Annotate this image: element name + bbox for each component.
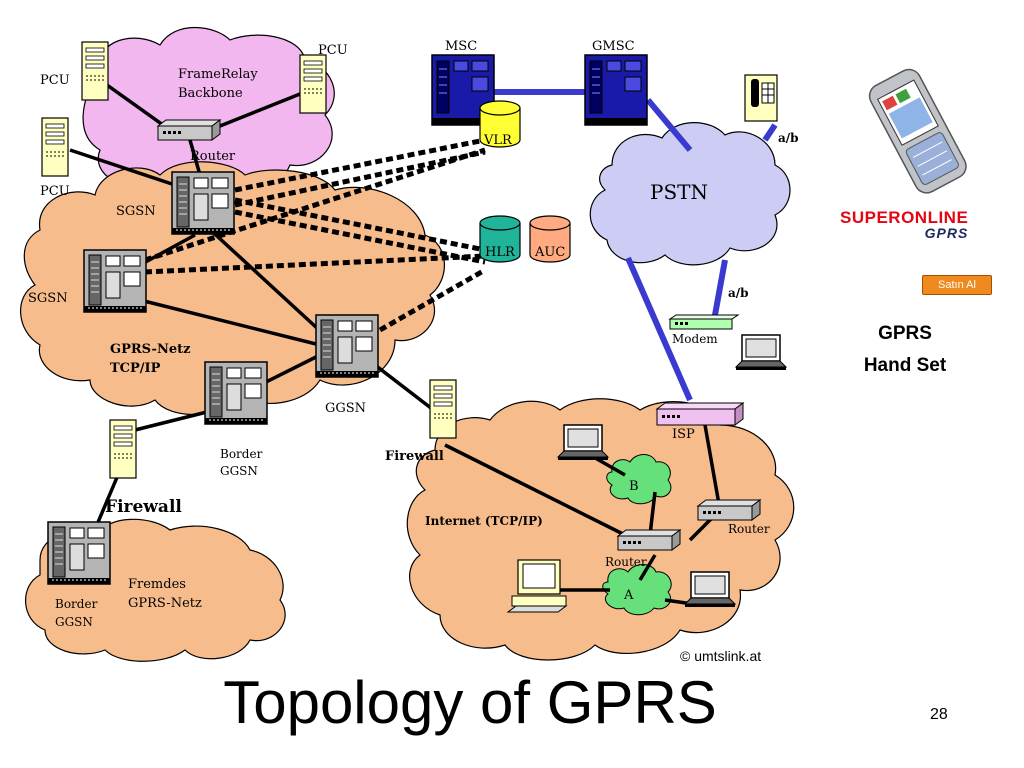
- border-ggsn2-label-1: Border: [55, 597, 98, 611]
- border-ggsn2-label-2: GGSN: [55, 615, 93, 629]
- sgsn-left-label: SGSN: [28, 291, 68, 306]
- pstn-label: PSTN: [650, 180, 708, 204]
- msc-label: MSC: [445, 39, 477, 54]
- frame-relay-label-1: FrameRelay: [178, 67, 258, 82]
- hlr-label: HLR: [485, 245, 516, 260]
- vlr-label: VLR: [483, 133, 513, 148]
- modem-label: Modem: [672, 332, 718, 346]
- isp-label: ISP: [672, 427, 695, 442]
- signaling-links: [144, 137, 487, 333]
- router-frame-label: Router: [190, 149, 236, 164]
- handset-caption-line2: Hand Set: [863, 355, 947, 376]
- ggsn-icon: [315, 314, 379, 378]
- pcu-top-right-label: PCU: [318, 43, 348, 58]
- page-number: 28: [930, 706, 948, 723]
- border-ggsn-icon: [204, 361, 268, 425]
- modem-icon: [668, 314, 740, 330]
- handset-caption-line1: GPRS: [878, 323, 932, 344]
- ab-top-label: a/b: [778, 131, 799, 145]
- internet-label: Internet (TCP/IP): [425, 514, 543, 528]
- pstn-links: [490, 89, 778, 402]
- gprs-netz-label-2: TCP/IP: [110, 361, 161, 376]
- border-ggsn-fremdes-icon: [47, 521, 111, 585]
- gmsc-icon: [584, 54, 648, 126]
- cloud-b-label: B: [629, 479, 639, 494]
- router-internet-center-icon: [617, 529, 681, 551]
- ab-modem-label: a/b: [728, 286, 749, 300]
- router-internet-right-icon: [697, 499, 761, 521]
- telephone-icon: [744, 74, 778, 122]
- desktop-computer-icon: [506, 559, 568, 613]
- pcu-left-label: PCU: [40, 184, 70, 199]
- brand-main-text: SUPERONLINE: [840, 208, 969, 227]
- isp-router-icon: [655, 402, 745, 426]
- auc-label: AUC: [534, 245, 565, 260]
- brand-sub-text: GPRS: [924, 225, 969, 241]
- pcu-top-right-icon: [299, 54, 327, 114]
- laptop-a-icon: [684, 571, 736, 608]
- pcu-top-left-label: PCU: [40, 73, 70, 88]
- ggsn-label: GGSN: [325, 401, 366, 416]
- router-internet-center-label: Router: [605, 555, 647, 569]
- firewall-right-label: Firewall: [385, 449, 444, 464]
- cloud-b: [606, 454, 672, 505]
- sgsn-top-label: SGSN: [116, 204, 156, 219]
- router-internet-right-label: Router: [728, 522, 770, 536]
- pcu-top-left-icon: [81, 41, 109, 101]
- fremdes-label-1: Fremdes: [128, 577, 186, 592]
- firewall-right-icon: [429, 379, 457, 439]
- laptop-b-icon: [557, 424, 609, 461]
- superonline-logo: SUPERONLINE GPRS: [840, 208, 968, 241]
- firewall-left-icon: [109, 419, 137, 479]
- laptop-modem-icon: [735, 334, 787, 371]
- router-frame-relay-icon: [157, 119, 221, 141]
- cloud-a-label: A: [623, 588, 634, 603]
- sgsn-top-icon: [171, 171, 235, 235]
- copyright-text: © umtslink.at: [680, 648, 762, 664]
- frame-relay-label-2: Backbone: [178, 86, 243, 101]
- handset-caption: GPRS Hand Set: [830, 318, 980, 382]
- sgsn-left-icon: [83, 249, 147, 313]
- network-links: [69, 78, 722, 607]
- pstn-cloud: [589, 122, 791, 266]
- border-ggsn-label-1: Border: [220, 447, 263, 461]
- fremdes-label-2: GPRS-Netz: [128, 596, 202, 611]
- pcu-left-icon: [41, 117, 69, 177]
- firewall-left-label: Firewall: [105, 497, 182, 517]
- buy-button[interactable]: Satın Al: [922, 275, 992, 295]
- gprs-netz-label-1: GPRS-Netz: [110, 342, 190, 357]
- gprs-handset-image: [868, 68, 967, 194]
- gmsc-label: GMSC: [592, 39, 635, 54]
- slide-title: Topology of GPRS: [223, 669, 717, 736]
- cloud-a: [602, 564, 672, 616]
- border-ggsn-label-2: GGSN: [220, 464, 258, 478]
